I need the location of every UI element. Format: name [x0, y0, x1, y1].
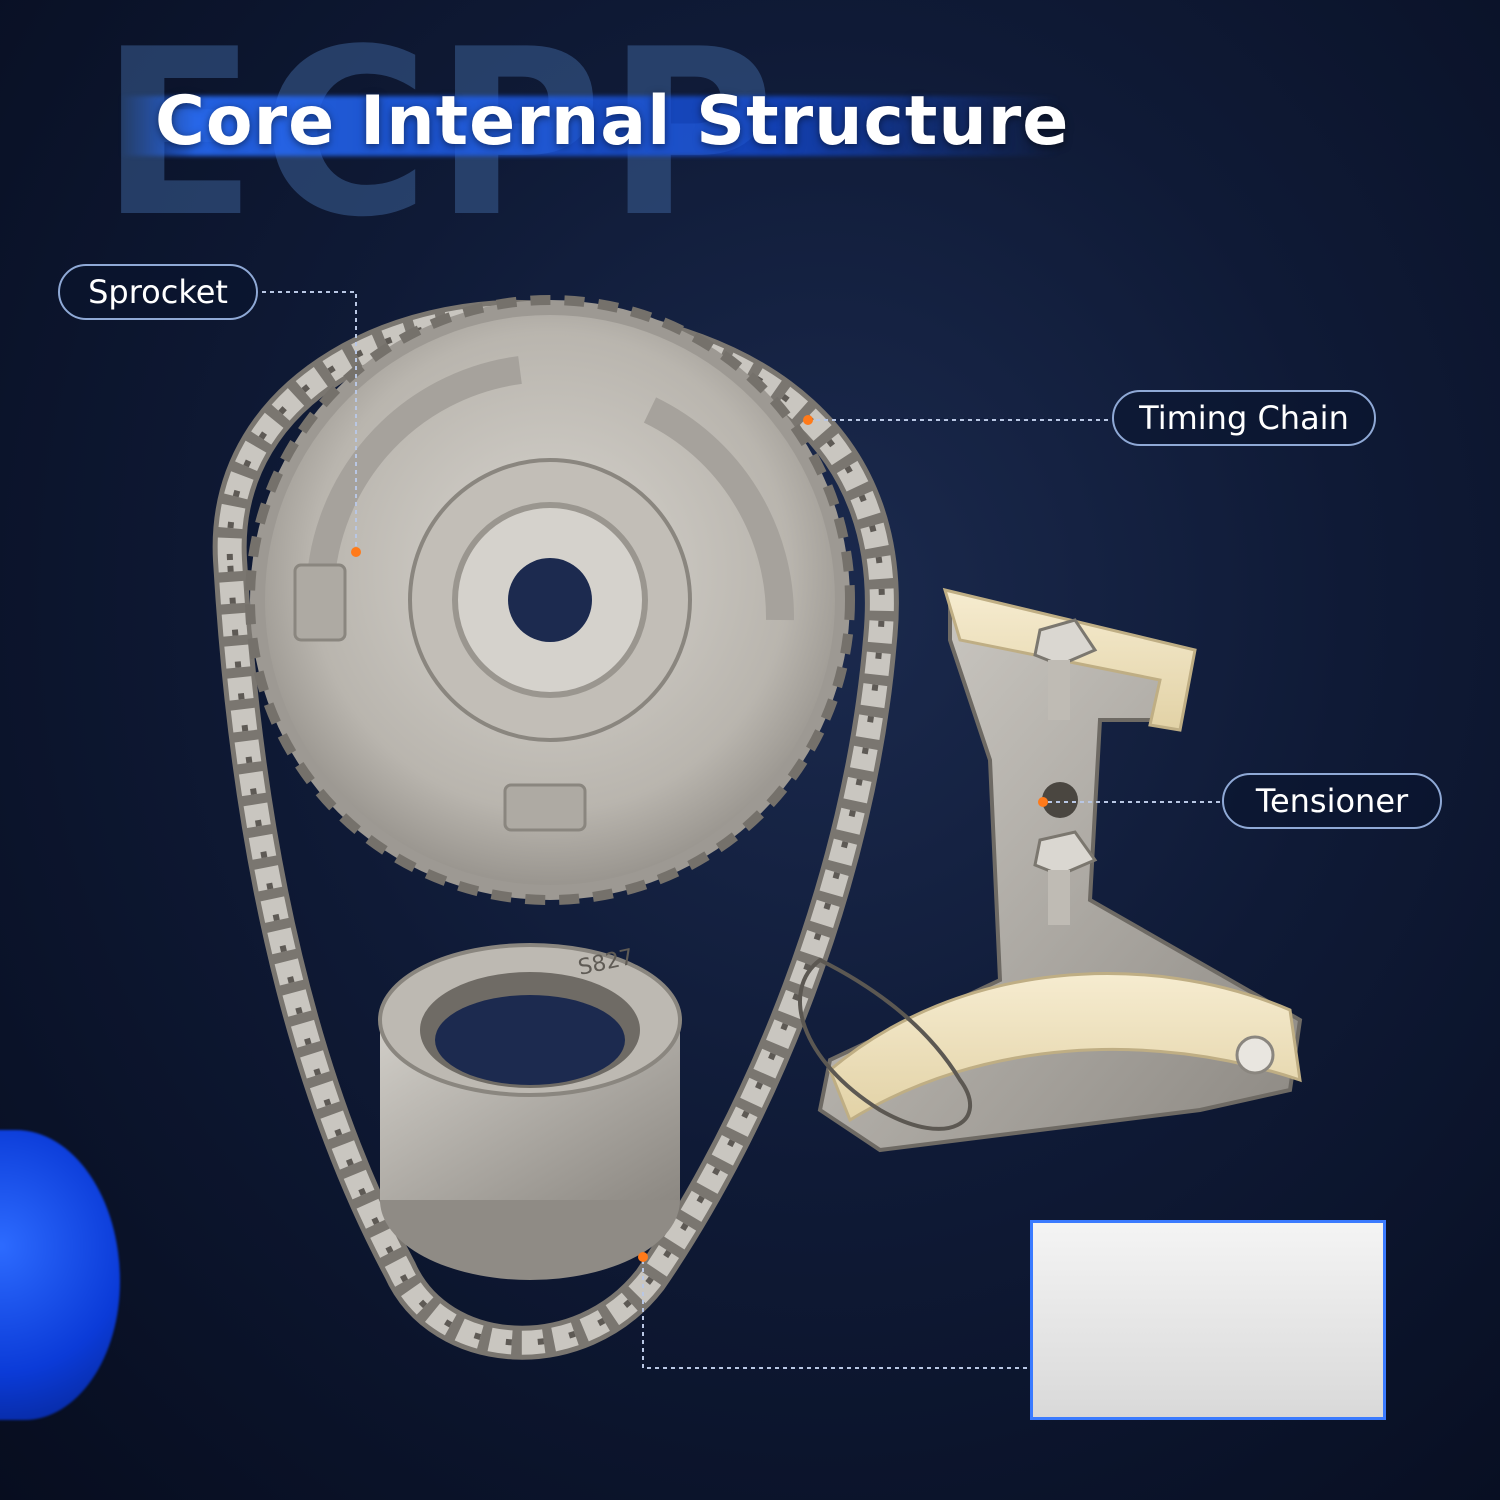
tensioner-assembly — [798, 587, 1303, 1153]
page-title: Core Internal Structure — [155, 82, 1070, 161]
sprocket-callout-dot — [351, 547, 361, 557]
tensioner-label: Tensioner — [1222, 773, 1442, 829]
chain-closeup-inset — [1030, 1220, 1386, 1420]
inset-callout-dot — [638, 1252, 648, 1262]
title-highlight-band — [120, 96, 1060, 156]
cam-sprocket — [245, 295, 855, 905]
crank-sprocket: S827 — [378, 943, 682, 1280]
timing-chain-label: Timing Chain — [1112, 390, 1376, 446]
tensioner-callout-dot — [1038, 797, 1048, 807]
sprocket-label: Sprocket — [58, 264, 258, 320]
timing-chain-callout-dot — [803, 415, 813, 425]
callout-leaders — [262, 291, 1222, 1369]
